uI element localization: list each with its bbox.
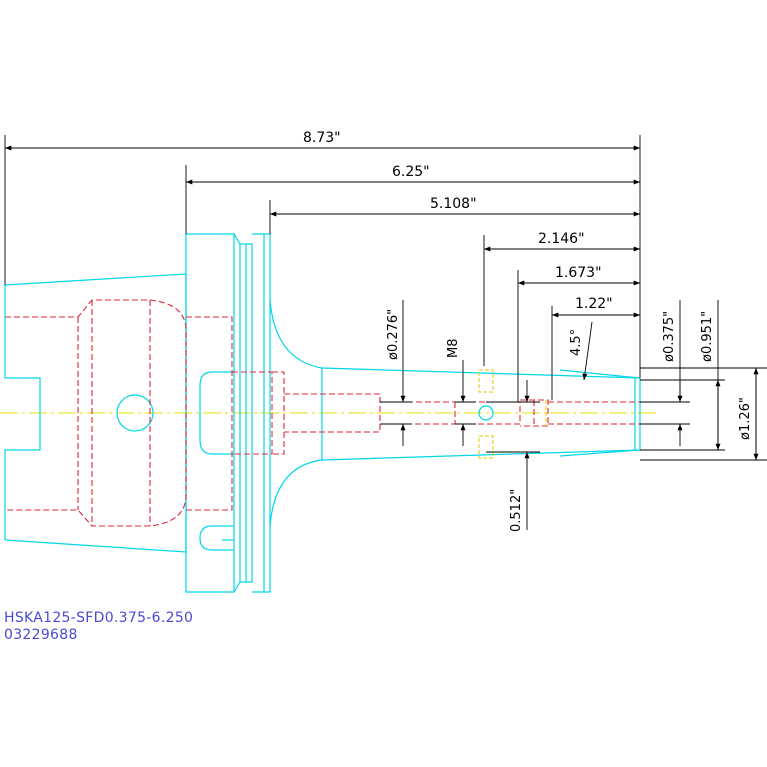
dim-overall-length: 8.73"	[303, 130, 341, 146]
dim-thread: M8	[446, 339, 461, 359]
dim-bore-depth-2: 1.673"	[555, 265, 602, 281]
hidden-lines	[5, 299, 640, 527]
dim-screw-offset: 0.512"	[509, 489, 524, 532]
dim-coolant-dia: ø0.276"	[386, 309, 401, 360]
screw-hidden-lines	[478, 369, 547, 459]
drawing-number: 03229688	[4, 627, 78, 643]
part-number: HSKA125-SFD0.375-6.250	[4, 610, 194, 626]
dim-gauge-length: 6.25"	[392, 164, 430, 180]
dim-taper-angle: 4.5°	[569, 329, 584, 356]
dim-bore-depth-3: 1.22"	[575, 296, 613, 312]
dim-nose-dia-large: ø1.26"	[738, 397, 753, 440]
dim-nose-dia-small: ø0.951"	[700, 311, 715, 362]
dimension-lines	[4, 135, 767, 530]
dim-bore-depth-1: 2.146"	[538, 231, 585, 247]
dim-flange-to-end: 5.108"	[430, 196, 477, 212]
holder-outline	[4, 233, 641, 593]
dim-bore-dia: ø0.375"	[662, 311, 677, 362]
